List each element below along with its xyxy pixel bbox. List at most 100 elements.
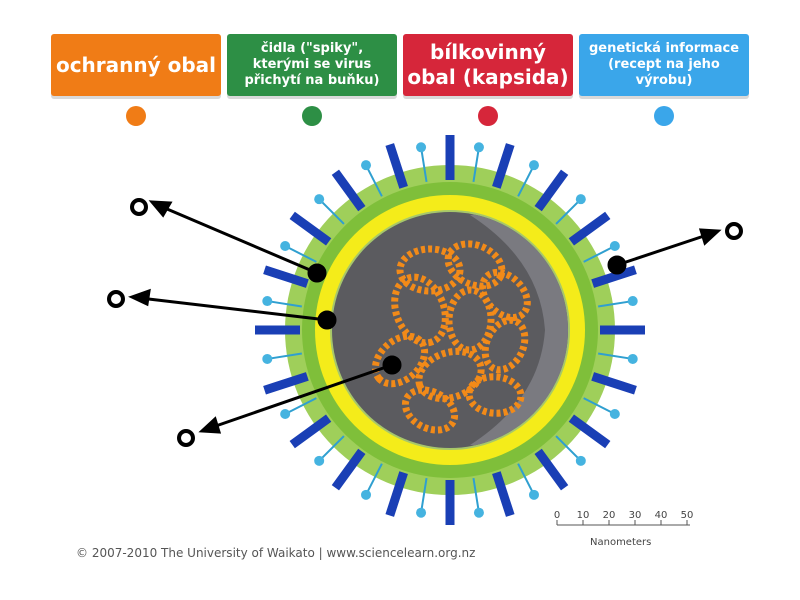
- label-pin-blue[interactable]: [654, 106, 674, 126]
- rna-coil: [415, 347, 485, 403]
- scale-tick-label: 50: [680, 510, 694, 521]
- neuraminidase-spike: [517, 463, 535, 496]
- neuraminidase-spike: [597, 352, 633, 360]
- neuraminidase-spike: [555, 435, 582, 462]
- spike-head: [361, 489, 372, 500]
- hemagglutinin-spike: [331, 169, 366, 212]
- spike-head: [262, 353, 273, 364]
- spike-head: [609, 241, 620, 252]
- rna-coil: [401, 386, 459, 434]
- arrow-head-1: [148, 200, 173, 218]
- scale-tick-label: 40: [654, 510, 668, 521]
- scale-tick-label: 20: [602, 510, 616, 521]
- neuraminidase-spike: [597, 300, 633, 308]
- rna-coil: [396, 245, 464, 295]
- label-pin-orange[interactable]: [126, 106, 146, 126]
- neuraminidase-spike: [517, 164, 535, 197]
- neuraminidase-spike: [420, 477, 428, 513]
- hemagglutinin-spike: [385, 471, 408, 517]
- rna-coil: [371, 332, 429, 388]
- neuraminidase-spike: [318, 435, 345, 462]
- label-pin-red[interactable]: [478, 106, 498, 126]
- neuraminidase-spike: [583, 245, 616, 263]
- neuraminidase-spike: [284, 397, 317, 415]
- label-card-spikes[interactable]: čidla ("spiky", kterými se virus přichyt…: [227, 34, 397, 96]
- rna-coil: [479, 268, 531, 322]
- rna-coil: [481, 316, 529, 374]
- scale-tick-label: 30: [628, 510, 642, 521]
- hemagglutinin-spike: [331, 448, 366, 491]
- spike-head: [575, 455, 586, 466]
- neuraminidase-spike: [420, 147, 428, 183]
- rna-coil: [465, 373, 525, 417]
- virus-illustration: [255, 135, 645, 525]
- spike-head: [280, 408, 291, 419]
- genetic-material: [371, 240, 531, 434]
- spike-head: [627, 296, 638, 307]
- scale-tick-label: 10: [576, 510, 590, 521]
- label-card-genetic-info[interactable]: genetická informace (recept na jeho výro…: [579, 34, 749, 96]
- spikes-group: [255, 135, 645, 525]
- scale-tick-label: 0: [553, 510, 561, 521]
- spike-head: [280, 241, 291, 252]
- hemagglutinin-spike: [568, 211, 611, 246]
- neuraminidase-spike: [472, 147, 480, 183]
- drop-target-1[interactable]: [130, 198, 148, 216]
- hemagglutinin-spike: [289, 211, 332, 246]
- arrow-dot-3: [382, 355, 402, 375]
- spike-head: [314, 455, 325, 466]
- spike-head: [528, 489, 539, 500]
- arrow-dot-1: [307, 263, 327, 283]
- rna-coil: [445, 286, 495, 354]
- arrow-dot-2: [317, 310, 337, 330]
- hemagglutinin-spike: [591, 265, 637, 288]
- arrow-line-2: [139, 296, 328, 322]
- label-card-protective-envelope[interactable]: ochranný obal: [51, 34, 221, 96]
- hemagglutinin-spike: [263, 372, 309, 395]
- spike-head: [575, 194, 586, 205]
- hemagglutinin-spike: [492, 143, 515, 189]
- hemagglutinin-spike: [385, 143, 408, 189]
- hemagglutinin-spike: [568, 414, 611, 449]
- label-text: čidla ("spiky", kterými se virus přichyt…: [244, 41, 380, 88]
- label-text: genetická informace (recept na jeho výro…: [588, 41, 740, 88]
- scale-bar: [556, 520, 690, 526]
- spike-head: [361, 160, 372, 171]
- rna-coil: [391, 273, 449, 347]
- drop-target-3[interactable]: [177, 429, 195, 447]
- spike-head: [262, 296, 273, 307]
- label-text: ochranný obal: [55, 52, 217, 77]
- drop-target-2[interactable]: [107, 290, 125, 308]
- neuraminidase-spike: [472, 477, 480, 513]
- hemagglutinin-spike: [534, 169, 569, 212]
- neuraminidase-spike: [267, 352, 303, 360]
- spike-head: [473, 142, 484, 153]
- spike-head: [416, 507, 427, 518]
- neuraminidase-spike: [365, 463, 383, 496]
- arrow-head-3: [198, 416, 222, 434]
- spike-head: [627, 353, 638, 364]
- label-text: bílkovinný obal (kapsida): [407, 40, 569, 89]
- arrow-line-4: [616, 232, 711, 267]
- neuraminidase-spike: [284, 245, 317, 263]
- spike-head: [528, 160, 539, 171]
- arrow-line-1: [159, 204, 318, 275]
- neuraminidase-spike: [365, 164, 383, 197]
- arrow-head-2: [128, 288, 151, 307]
- arrow-line-3: [209, 363, 393, 430]
- hemagglutinin-spike: [263, 265, 309, 288]
- drop-target-4[interactable]: [725, 222, 743, 240]
- spike-head: [314, 194, 325, 205]
- hemagglutinin-spike: [289, 414, 332, 449]
- arrow-dot-4: [607, 255, 627, 275]
- label-card-capsid[interactable]: bílkovinný obal (kapsida): [403, 34, 573, 96]
- hemagglutinin-spike: [591, 372, 637, 395]
- scale-unit-label: Nanometers: [590, 537, 652, 548]
- neuraminidase-spike: [555, 198, 582, 225]
- spike-head: [609, 408, 620, 419]
- hemagglutinin-spike: [492, 471, 515, 517]
- spike-head: [416, 142, 427, 153]
- spike-head: [473, 507, 484, 518]
- neuraminidase-spike: [267, 300, 303, 308]
- label-pin-green[interactable]: [302, 106, 322, 126]
